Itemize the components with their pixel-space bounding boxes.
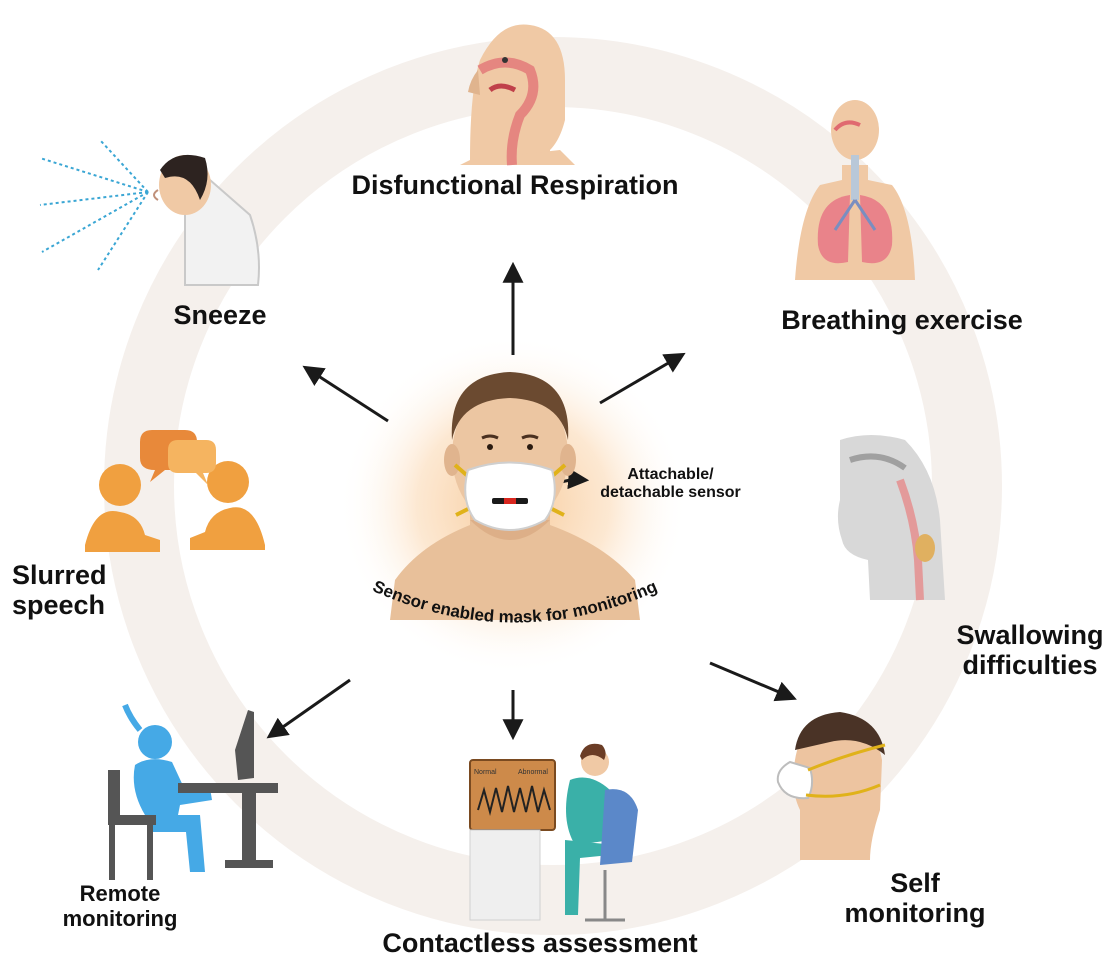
- label-sneeze: Sneeze: [160, 300, 280, 330]
- label-swallowing-line1: Swallowing: [950, 620, 1110, 650]
- sneeze-droplets-icon: [40, 140, 148, 270]
- label-self-line2: monitoring: [835, 898, 995, 928]
- label-sensor: Attachable/ detachable sensor: [588, 466, 753, 502]
- label-sensor-line2: detachable sensor: [588, 484, 753, 502]
- label-self-monitoring: Self monitoring: [835, 868, 995, 928]
- label-breathing-exercise: Breathing exercise: [772, 305, 1032, 335]
- sneeze-person-icon: [40, 140, 259, 285]
- label-remote-line2: monitoring: [55, 907, 185, 932]
- label-contactless-assessment: Contactless assessment: [375, 928, 705, 958]
- arrow-to-remote: [270, 680, 350, 736]
- label-disfunctional-respiration: Disfunctional Respiration: [345, 170, 685, 200]
- swallow-head-icon: [838, 435, 945, 600]
- label-swallowing-line2: difficulties: [950, 650, 1110, 680]
- label-remote-monitoring: Remote monitoring: [55, 882, 185, 931]
- label-slurred-line2: speech: [12, 590, 107, 620]
- label-self-line1: Self: [835, 868, 995, 898]
- label-remote-line1: Remote: [55, 882, 185, 907]
- monitor-normal-label: Normal: [474, 769, 497, 776]
- arrow-to-self-monitoring: [710, 663, 793, 698]
- label-sensor-line1: Attachable/: [588, 466, 753, 484]
- label-swallowing-difficulties: Swallowing difficulties: [950, 620, 1110, 680]
- label-slurred-speech: Slurred speech: [12, 560, 107, 620]
- label-slurred-line1: Slurred: [12, 560, 107, 590]
- arrow-to-sneeze: [306, 368, 388, 421]
- monitor-abnormal-label: Abnormal: [518, 769, 548, 776]
